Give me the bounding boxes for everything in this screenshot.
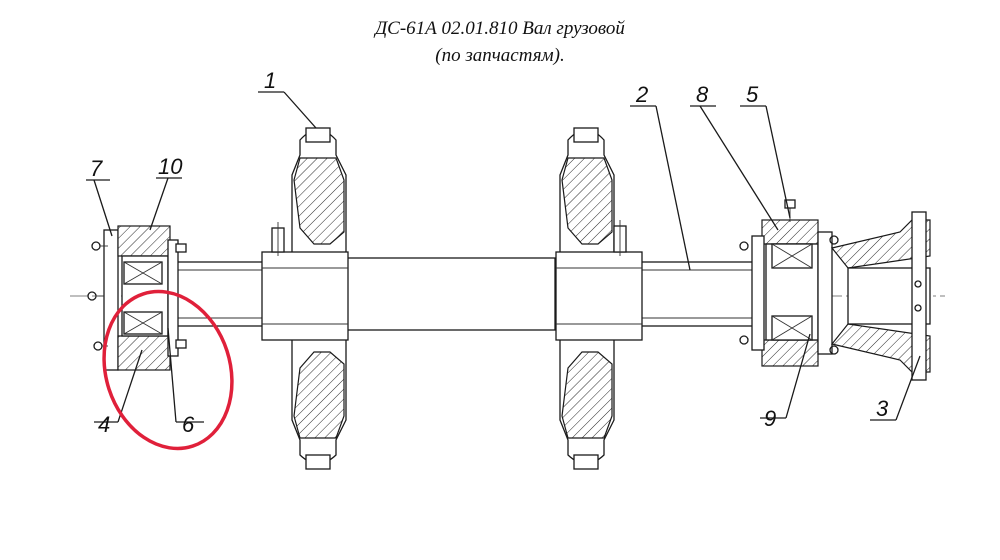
left-bearing-housing: [87, 225, 187, 371]
callout-10: 10: [158, 154, 183, 179]
callout-6: 6: [182, 412, 195, 437]
right-bearing-housing: [739, 199, 839, 367]
callout-5: 5: [746, 82, 759, 107]
end-flange-hub: [830, 211, 931, 381]
callout-7: 7: [90, 156, 103, 181]
drawing-subtitle: (по запчастям).: [435, 45, 565, 66]
sprocket-left: [261, 127, 349, 470]
callout-4: 4: [98, 412, 110, 437]
highlight-ellipse: [102, 289, 234, 451]
callout-leaders: [86, 91, 921, 423]
callout-9: 9: [764, 406, 776, 431]
callout-2: 2: [635, 82, 648, 107]
callout-1: 1: [264, 68, 276, 93]
callout-8: 8: [696, 82, 709, 107]
drawing-title: ДС-61А 02.01.810 Вал грузовой: [375, 18, 625, 39]
callout-3: 3: [876, 396, 889, 421]
sprocket-middle: [555, 127, 643, 470]
